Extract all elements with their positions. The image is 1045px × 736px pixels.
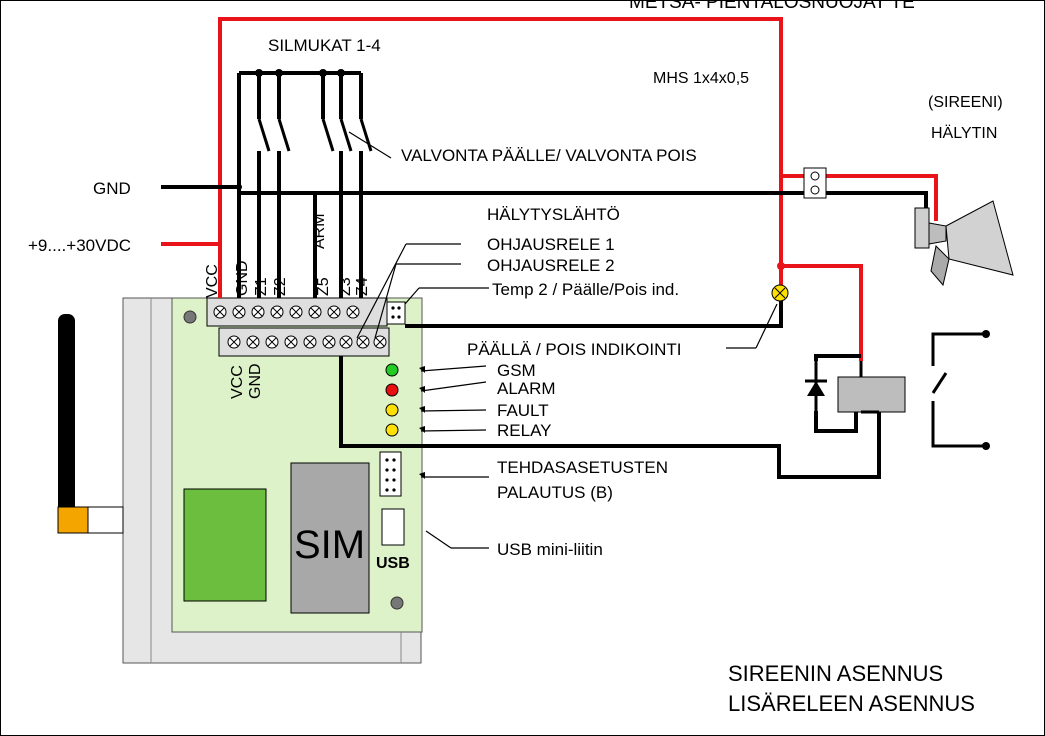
terminal-label: VCC	[204, 264, 221, 298]
supply-label: +9....+30VDC	[28, 236, 131, 255]
antenna-connector	[57, 506, 89, 534]
terminal-label: VCC	[229, 365, 246, 399]
leader-lines	[348, 131, 778, 549]
terminal-label: GND	[247, 363, 264, 399]
fault-led-icon	[385, 403, 399, 417]
terminal-label: Z1	[253, 277, 270, 296]
arrowheads	[419, 366, 425, 479]
cable-label: MHS 1x4x0,5	[653, 70, 749, 87]
terminal-label: Z5	[315, 277, 332, 296]
terminal-labels-top: VCC GND Z1 Z2 Z5 ARM Z3 Z4	[204, 213, 371, 298]
red-wires	[161, 17, 938, 361]
junction-dots	[236, 69, 345, 190]
loop-switches	[257, 118, 373, 152]
siren-label: (SIREENI)	[928, 94, 1003, 111]
alarm-device-label: HÄLYTIN	[931, 124, 997, 142]
usb-label: USB	[376, 555, 410, 572]
usb-port	[381, 508, 405, 546]
terminal-label: GND	[234, 260, 251, 296]
gnd-label: GND	[93, 179, 131, 198]
relay2-label: OHJAUSRELE 2	[487, 256, 615, 275]
temp-connector	[386, 301, 406, 325]
antenna-icon	[58, 314, 75, 514]
relay-led-icon	[385, 423, 399, 437]
gsm-module	[183, 488, 267, 602]
relay-icon	[805, 361, 906, 431]
reset-jumper	[379, 451, 402, 497]
sim-label: SIM	[294, 523, 365, 567]
siren-icon	[914, 200, 1014, 287]
fault-label: FAULT	[497, 401, 549, 420]
antenna-connector-base	[87, 506, 124, 534]
header-title: METSÄ- PIENTALOSNUOJAT TE	[629, 1, 915, 13]
factory-reset-label-2: PALAUTUS (B)	[497, 483, 613, 502]
indicator-label: PÄÄLLÄ / POIS INDIKOINTI	[467, 340, 681, 359]
alarm-led-icon	[385, 383, 399, 397]
relay-label: RELAY	[497, 421, 552, 440]
footer-title-2: LISÄRELEEN ASENNUS	[728, 691, 975, 716]
factory-reset-label: TEHDASASETUSTEN	[497, 458, 668, 477]
terminal-row-top	[213, 305, 360, 319]
alarm-output-label: HÄLYTYSLÄHTÖ	[487, 205, 620, 224]
screw-icon	[183, 310, 197, 324]
junction-dot	[777, 262, 785, 270]
temp-label: Temp 2 / Päälle/Pois ind.	[492, 280, 679, 299]
sim-holder	[290, 462, 370, 614]
terminal-row-bottom	[227, 335, 387, 349]
footer-title-1: SIREENIN ASENNUS	[728, 661, 943, 686]
black-wires	[161, 71, 928, 479]
relay1-label: OHJAUSRELE 1	[487, 235, 615, 254]
gsm-label: GSM	[497, 361, 536, 380]
screw-icon	[390, 596, 404, 610]
gsm-led-icon	[385, 363, 399, 377]
arming-label: VALVONTA PÄÄLLE/ VALVONTA POIS	[401, 146, 697, 165]
cable-connector	[803, 167, 827, 199]
loops-label: SILMUKAT 1-4	[268, 36, 381, 55]
alarm-label: ALARM	[497, 379, 556, 398]
usb-connector-label: USB mini-liitin	[497, 540, 603, 559]
relay-contact	[931, 332, 986, 448]
